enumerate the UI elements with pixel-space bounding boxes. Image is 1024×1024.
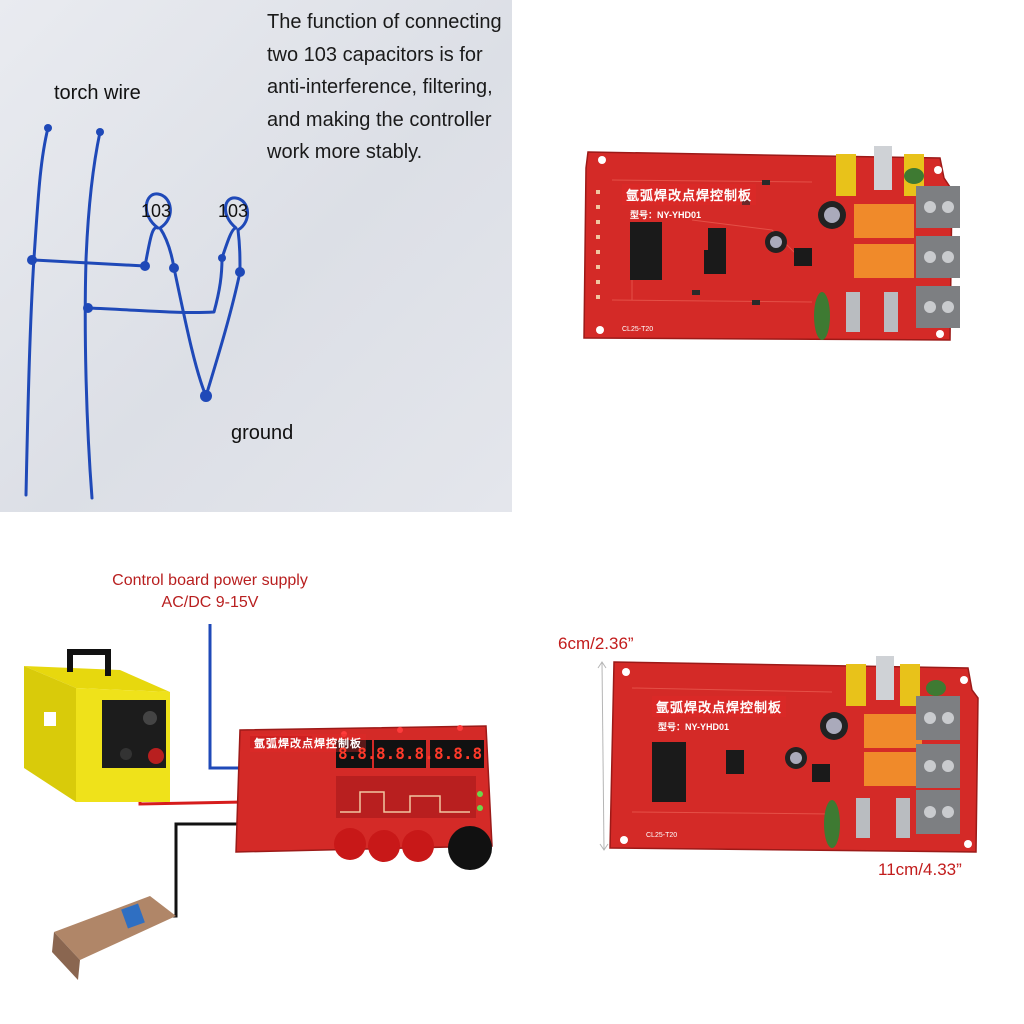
note-line: anti-interference, filtering, [267,76,493,98]
capacitor-1-label: 103 [141,201,172,221]
control-board-photo: 氩弧焊改点焊控制板 型号：NY-YHD01 CL25-T20 [512,0,1024,512]
wiring-sketch-photo: torch wire 103 103 ground The function o… [0,0,512,512]
board-title: 氩弧焊改点焊控制板 [622,184,757,205]
note-line: The function of connecting [267,11,502,33]
panel-title: 氩弧焊改点焊控制板 [250,734,366,752]
wiring-diagram-photo: Control board power supply AC/DC 9-15V [0,512,512,1024]
note-line: work more stably. [267,141,423,163]
power-supply-label: Control board power supply AC/DC 9-15V [100,572,320,612]
dims-board-title: 氩弧焊改点焊控制板 [652,696,787,717]
board-code: CL25-T20 [622,326,654,333]
power-line-1: Control board power supply [112,572,308,589]
display-1: 8.8. [338,744,377,763]
note-line: two 103 capacitors is for [267,43,483,66]
width-dimension-label: 11cm/4.33” [878,860,962,879]
power-line-2: AC/DC 9-15V [161,594,259,611]
wiring-drawing [24,624,493,980]
pcb-drawing-dims [597,656,979,853]
note-line: and making the controller [267,108,492,131]
pcb-drawing [583,146,960,341]
display-3: 8.8.8 [434,744,483,763]
torch-wire-label: torch wire [54,82,141,104]
capacitor-2-label: 103 [218,201,249,221]
dims-board-model: 型号：NY-YHD01 [658,722,730,732]
display-2: 8.8.8. [376,744,434,763]
capacitor-note: The function of connecting two 103 capac… [267,6,502,169]
board-dimensions-photo: 6cm/2.36” 11cm/4.33” 氩 [512,512,1024,1024]
height-dimension-label: 6cm/2.36” [558,634,634,653]
board-model: 型号：NY-YHD01 [630,210,702,220]
sketch-lines [24,124,249,500]
ground-label: ground [231,422,294,444]
dims-board-code: CL25-T20 [646,832,678,839]
